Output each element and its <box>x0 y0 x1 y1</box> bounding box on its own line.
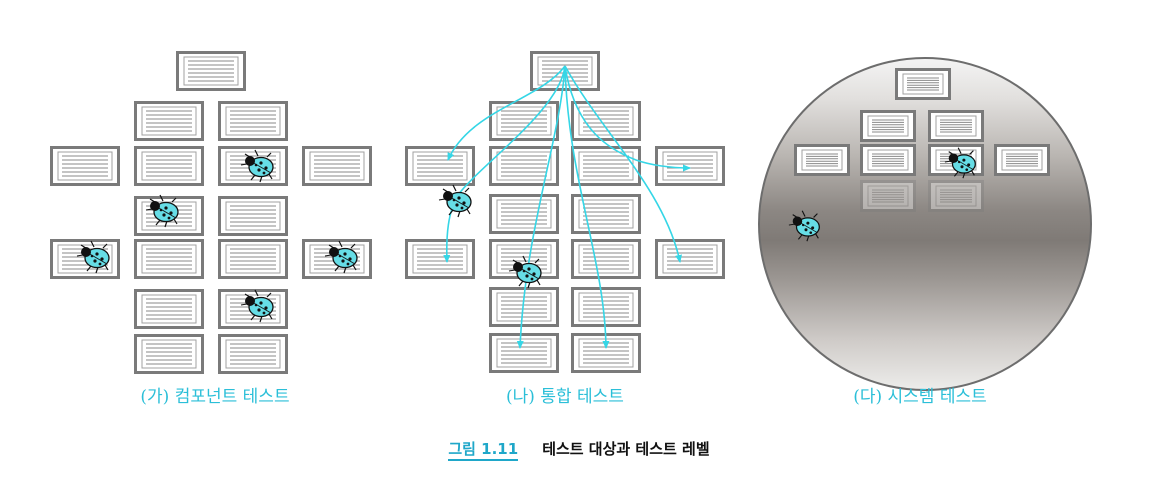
panel-label-integration: (나) 통합 테스트 <box>506 387 624 407</box>
component-box <box>218 239 288 279</box>
component-box <box>218 196 288 236</box>
component-box <box>860 144 916 176</box>
component-box <box>994 144 1050 176</box>
component-box <box>50 146 120 186</box>
component-box <box>134 101 204 141</box>
component-box <box>489 194 559 234</box>
panel-label-system: (다) 시스템 테스트 <box>853 387 987 407</box>
figure-caption: 그림 1.11 테스트 대상과 테스트 레벨 <box>0 438 1158 461</box>
system-sphere <box>758 57 1092 391</box>
component-box <box>134 289 204 329</box>
arrow-icon <box>564 65 682 263</box>
component-box <box>571 287 641 327</box>
component-box <box>134 146 204 186</box>
component-box <box>302 239 372 279</box>
component-box <box>176 51 246 91</box>
component-box <box>218 101 288 141</box>
component-box <box>134 334 204 374</box>
figure-number: 그림 1.11 <box>448 440 519 461</box>
component-box <box>571 146 641 186</box>
component-box <box>302 146 372 186</box>
figure-title: 테스트 대상과 테스트 레벨 <box>542 440 710 458</box>
component-box <box>571 101 641 141</box>
arrow-icon <box>564 65 691 172</box>
arrow-icon <box>564 65 610 349</box>
component-box <box>489 101 559 141</box>
component-box <box>860 180 916 212</box>
component-box <box>405 146 475 186</box>
arrow-icon <box>443 65 566 263</box>
arrow-icon <box>447 65 566 161</box>
arrow-icon <box>516 65 566 349</box>
component-box <box>928 180 984 212</box>
component-box <box>655 239 725 279</box>
panel-label-component: (가) 컴포넌트 테스트 <box>140 387 290 407</box>
component-box <box>571 239 641 279</box>
component-box <box>218 334 288 374</box>
component-box <box>489 333 559 373</box>
component-box <box>489 146 559 186</box>
component-box <box>134 239 204 279</box>
component-box <box>794 144 850 176</box>
component-box <box>571 333 641 373</box>
ladybug-icon <box>438 184 472 218</box>
component-box <box>571 194 641 234</box>
component-box <box>928 110 984 142</box>
component-box <box>895 68 951 100</box>
component-box <box>860 110 916 142</box>
component-box <box>405 239 475 279</box>
